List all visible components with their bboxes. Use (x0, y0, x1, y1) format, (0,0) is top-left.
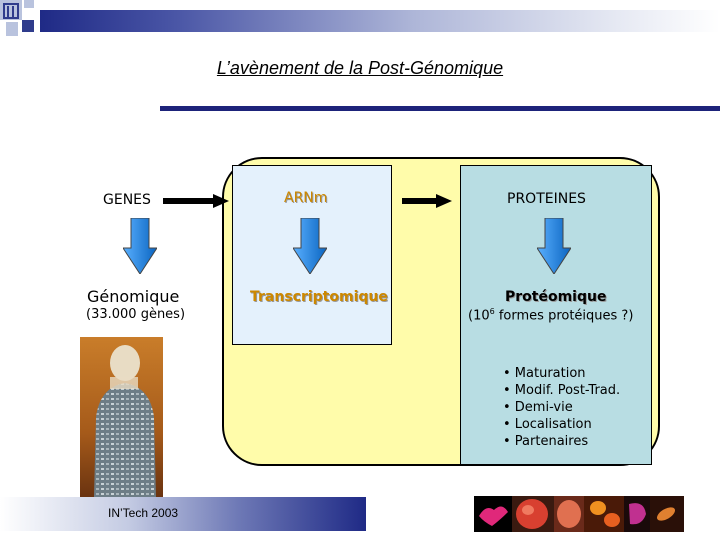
logo-glyph-icon (3, 3, 19, 19)
transcriptomique-label: Transcriptomique (250, 289, 388, 305)
microscopy-images (474, 496, 684, 532)
genomique-label: Génomique (87, 287, 180, 306)
proteines-label: PROTEINES (507, 191, 586, 207)
protein-forms-count: (106 formes protéiques ?) (468, 307, 634, 324)
slide-title: L’avènement de la Post-Génomique (216, 58, 504, 78)
list-item: • Localisation (503, 417, 592, 432)
list-item: • Partenaires (503, 434, 589, 449)
arrow-down-icon (293, 218, 327, 274)
arrow-down-icon (537, 218, 571, 274)
arrow-down-icon (123, 218, 157, 274)
footer-text: IN’Tech 2003 (108, 506, 179, 520)
arn-label: ARNm (284, 190, 328, 206)
header-gradient-bar (40, 10, 720, 32)
protein-properties-list: • Maturation • Modif. Post-Trad. • Demi-… (503, 365, 620, 450)
corner-logo (0, 0, 40, 36)
list-item: • Modif. Post-Trad. (503, 383, 621, 398)
arrow-right-icon (163, 194, 229, 208)
title-rule (160, 106, 720, 111)
footer-gradient-bar (0, 497, 366, 531)
list-item: • Maturation (503, 366, 586, 381)
arrow-right-icon (402, 194, 452, 208)
genes-count: (33.000 gènes) (86, 307, 186, 322)
list-item: • Demi-vie (503, 400, 573, 415)
proteomique-label: Protéomique (505, 289, 607, 305)
dna-person-image (80, 337, 163, 497)
proteines-box (460, 165, 652, 465)
genes-label: GENES (103, 192, 151, 208)
